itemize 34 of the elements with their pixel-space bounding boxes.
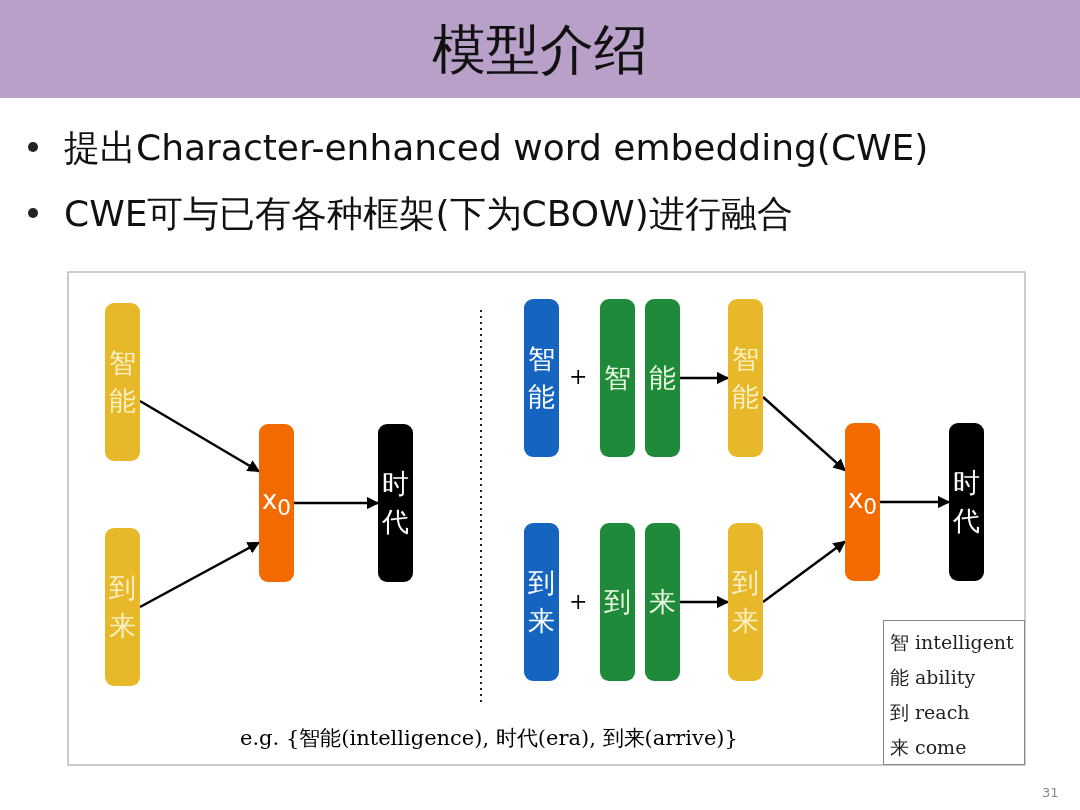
glossary-box [883, 620, 1025, 765]
character-vector-bar: 来 [645, 523, 680, 681]
arrow [680, 371, 730, 385]
arrow [294, 496, 380, 510]
word-vector-bar: 智能 [105, 303, 140, 461]
character-vector-bar: 能 [645, 299, 680, 457]
example-caption: e.g. {智能(intelligence), 时代(era), 到来(arrive)} [240, 725, 738, 752]
arrow [139, 541, 261, 609]
glossary-entry: 来 come [890, 735, 968, 760]
glossary-entry: 能 ability [890, 665, 977, 690]
word-vector-bar: 智能 [728, 299, 763, 457]
bullet-text: CWE可与已有各种框架(下为CBOW)进行融合 [64, 192, 793, 236]
word-vector-bar: 到来 [105, 528, 140, 686]
arrow [762, 540, 846, 603]
context-vector-bar: x$_{0}$ [259, 424, 294, 582]
word-vector-bar: 到来 [524, 523, 559, 681]
arrow [680, 595, 730, 609]
character-vector-bar: 到 [600, 523, 635, 681]
word-vector-bar: 智能 [524, 299, 559, 457]
glossary-entry: 到 reach [890, 700, 971, 725]
plus-sign: + [569, 364, 588, 389]
arrow [139, 399, 261, 473]
slide-title: 模型介绍 [432, 18, 648, 81]
context-vector-bar: x$_{0}$ [845, 423, 880, 581]
word-vector-bar: 到来 [728, 523, 763, 681]
bullet-text: 提出Character-enhanced word embedding(CWE) [64, 126, 929, 170]
plus-sign: + [569, 589, 588, 614]
character-vector-bar: 智 [600, 299, 635, 457]
arrow [762, 396, 846, 472]
page-number: 31 [1042, 785, 1059, 800]
arrow [880, 495, 951, 509]
target-word-bar: 时代 [378, 424, 413, 582]
glossary-entry: 智 intelligent [890, 630, 1015, 655]
target-word-bar: 时代 [949, 423, 984, 581]
